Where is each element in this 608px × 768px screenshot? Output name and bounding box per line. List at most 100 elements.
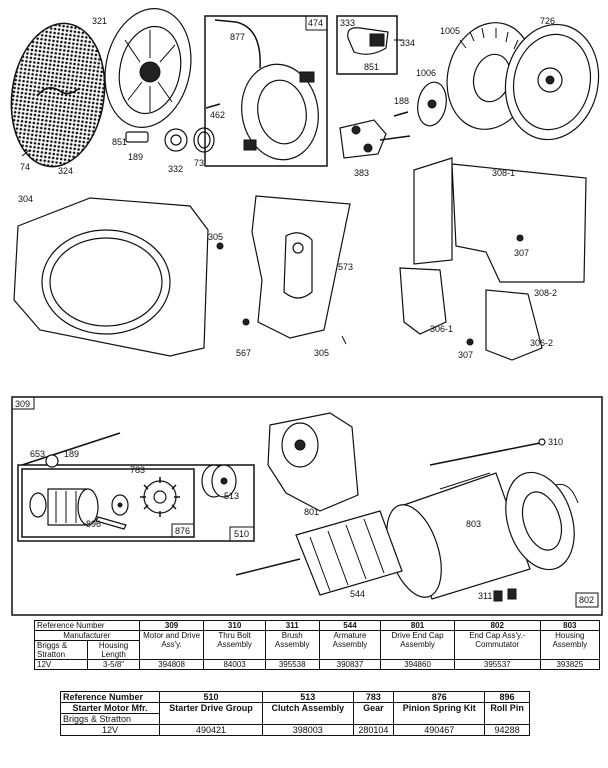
description-cell: Thru Bolt Assembly <box>203 630 266 660</box>
ref-number-cell: 783 <box>352 691 395 703</box>
description-cell: Clutch Assembly <box>262 702 354 725</box>
callout-308-1: 308-1 <box>492 168 515 178</box>
length-cell: 3-5/8" <box>87 659 140 670</box>
table-row: 12V 490421 398003 280104 490467 94288 <box>60 724 530 736</box>
callout-321: 321 <box>92 16 107 26</box>
description-cell: End Cap Ass'y.- Commutator <box>453 630 541 660</box>
ref-number-cell: 802 <box>453 620 541 631</box>
pinion-spring-part <box>29 488 129 530</box>
blower-housing-part <box>13 197 224 357</box>
callout-802: 802 <box>579 595 594 605</box>
callout-876: 876 <box>175 526 190 536</box>
voltage-cell: 12V <box>33 659 89 670</box>
callout-332: 332 <box>168 164 183 174</box>
pinion-spring-box <box>21 468 195 538</box>
part-number-cell: 395538 <box>264 659 320 670</box>
nut-washer-parts <box>21 127 215 157</box>
gear-part <box>140 477 180 517</box>
callout-311: 311 <box>478 591 492 601</box>
manufacturer-label: Manufacturer <box>34 630 140 641</box>
callout-851: 851 <box>112 137 127 147</box>
callout-306-2: 306-2 <box>530 338 553 348</box>
part-number-cell: 490467 <box>393 724 486 736</box>
starter-parts-table: Reference Number 309 310 311 544 801 802… <box>33 620 601 670</box>
part-number-cell: 84003 <box>203 659 266 670</box>
callout-544: 544 <box>350 589 365 599</box>
description-cell: Roll Pin <box>484 702 530 725</box>
callout-73: 73 <box>194 158 204 168</box>
armature-box <box>204 15 328 167</box>
shield-parts <box>399 157 587 361</box>
table-row: Reference Number 309 310 311 544 801 802… <box>34 620 601 631</box>
part-number-cell: 390837 <box>318 659 382 670</box>
manufacturer-name: Briggs & Stratton <box>33 640 89 660</box>
part-number-cell: 94288 <box>484 724 530 736</box>
ref-number-cell: 801 <box>380 620 455 631</box>
ignition-armature-part <box>214 19 319 161</box>
callout-307: 307 <box>514 248 529 258</box>
callout-306-1: 306-1 <box>430 324 453 334</box>
drive-shaft-line <box>21 432 121 466</box>
table-row: Reference Number 510 513 783 876 896 <box>60 691 530 703</box>
ref-number-label: Reference Number <box>34 620 140 631</box>
callout-803: 803 <box>466 519 481 529</box>
callout-513: 513 <box>224 491 239 501</box>
callout-189-starter: 189 <box>64 449 79 459</box>
retainer-part <box>45 454 59 468</box>
description-cell: Armature Assembly <box>318 630 382 660</box>
description-cell: Brush Assembly <box>264 630 320 660</box>
starter-mfr-label: Starter Motor Mfr. <box>60 702 160 714</box>
flywheel-part <box>104 8 192 128</box>
starter-frame <box>11 396 603 616</box>
table-row: Starter Motor Mfr. Starter Drive Group C… <box>60 702 530 725</box>
ref-number-cell: 896 <box>484 691 530 703</box>
callout-307-lower: 307 <box>458 350 473 360</box>
callout-510: 510 <box>234 529 249 539</box>
callout-305: 305 <box>208 232 223 242</box>
kill-switch-box <box>336 15 398 75</box>
callout-896: 896 <box>86 519 101 529</box>
engine-parts-diagram: 321 74 324 851 189 332 73 462 474 877 33… <box>10 8 600 361</box>
ref-number-cell: 310 <box>203 620 266 631</box>
drive-end-cap-part <box>267 412 359 512</box>
kill-switch-part <box>347 27 404 55</box>
callout-726: 726 <box>540 16 555 26</box>
callout-653: 653 <box>30 449 45 459</box>
callout-462: 462 <box>210 110 225 120</box>
starter-frame-tag <box>11 396 35 410</box>
part-number-cell: 394808 <box>138 659 205 670</box>
ref-number-cell: 513 <box>262 691 354 703</box>
voltage-cell: 12V <box>60 724 160 736</box>
ref-number-cell: 309 <box>138 620 205 631</box>
brush-part <box>493 588 517 602</box>
callout-851-switch: 851 <box>364 62 379 72</box>
callout-310: 310 <box>548 437 563 447</box>
callout-334: 334 <box>400 38 415 48</box>
callout-188: 188 <box>394 96 409 106</box>
callout-324: 324 <box>58 166 73 176</box>
callout-309: 309 <box>15 399 30 409</box>
callout-573: 573 <box>338 262 353 272</box>
commutator-tag <box>575 592 599 608</box>
ref-number-cell: 311 <box>264 620 320 631</box>
ref-number-cell: 510 <box>158 691 264 703</box>
baffle-plate-part <box>242 195 351 345</box>
starter-motor-diagram: 309 653 189 783 513 896 876 510 801 310 … <box>11 396 603 616</box>
manufacturer-name: Briggs & Stratton <box>60 713 160 725</box>
callout-304: 304 <box>18 194 33 204</box>
part-number-cell: 393825 <box>539 659 601 670</box>
callout-1006: 1006 <box>416 68 436 78</box>
callout-189: 189 <box>128 152 143 162</box>
ref-number-label: Reference Number <box>60 691 160 703</box>
rotating-screen-part <box>10 22 106 168</box>
callout-801: 801 <box>304 507 319 517</box>
pinion-spring-tag <box>171 523 195 538</box>
callout-877: 877 <box>230 32 245 42</box>
armature-box-tag <box>305 15 328 31</box>
housing-part <box>386 472 531 600</box>
drive-group-box <box>17 464 255 542</box>
description-cell: Drive End Cap Assembly <box>380 630 455 660</box>
thru-bolt-part <box>429 442 541 466</box>
callout-567: 567 <box>236 348 251 358</box>
drive-group-tag <box>229 526 255 542</box>
